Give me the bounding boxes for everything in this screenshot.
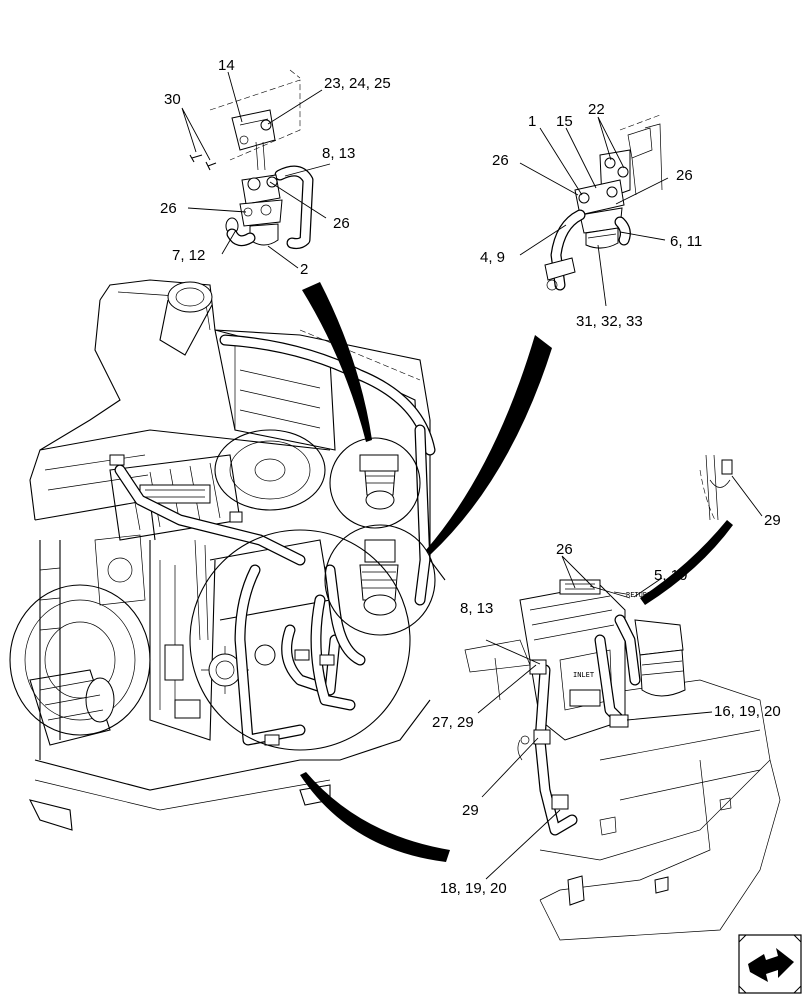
callout-26-top-right: 26 (333, 215, 350, 232)
filter-assembly-lower-right: RETURN INLET (464, 454, 781, 941)
callout-labels: 14 30 23, 24, 25 8, 13 26 26 7, 12 2 22 … (160, 57, 781, 897)
callout-14: 14 (218, 57, 235, 74)
inlet-port-label: INLET (573, 671, 595, 679)
callout-5-10: 5, 10 (654, 567, 687, 584)
callout-18-19-20: 18, 19, 20 (440, 880, 507, 897)
callout-26-lower: 26 (556, 541, 573, 558)
detail-circle-large (189, 529, 411, 751)
callout-1: 1 (528, 113, 536, 130)
filter-assembly-top-right (544, 114, 663, 291)
callout-8-13-top: 8, 13 (322, 145, 355, 162)
callout-30: 30 (164, 91, 181, 108)
callout-27-29: 27, 29 (432, 714, 474, 731)
leader-lines (181, 71, 763, 880)
callout-29-lower: 29 (462, 802, 479, 819)
callout-16-19-20: 16, 19, 20 (714, 703, 781, 720)
callout-26-assy-right: 26 (676, 167, 693, 184)
callout-29-top: 29 (764, 512, 781, 529)
callout-23-24-25: 23, 24, 25 (324, 75, 391, 92)
next-page-arrow-icon (738, 934, 802, 994)
next-page-button[interactable] (738, 934, 802, 994)
return-port-label: RETURN (626, 591, 651, 599)
callout-22: 22 (588, 101, 605, 118)
detail-circle-upper (329, 437, 421, 529)
detail-circle-lower (324, 524, 436, 636)
callout-26-top-left: 26 (160, 200, 177, 217)
machine-hoses (109, 334, 436, 746)
callout-15: 15 (556, 113, 573, 130)
callout-8-13-lower: 8, 13 (460, 600, 493, 617)
callout-4-9: 4, 9 (480, 249, 505, 266)
callout-2: 2 (300, 261, 308, 278)
filter-assembly-top-left (189, 69, 314, 250)
callout-31-32-33: 31, 32, 33 (576, 313, 643, 330)
connector-wedges (300, 282, 733, 862)
callout-26-assy-left: 26 (492, 152, 509, 169)
callout-7-12: 7, 12 (172, 247, 205, 264)
callout-6-11: 6, 11 (670, 233, 702, 250)
